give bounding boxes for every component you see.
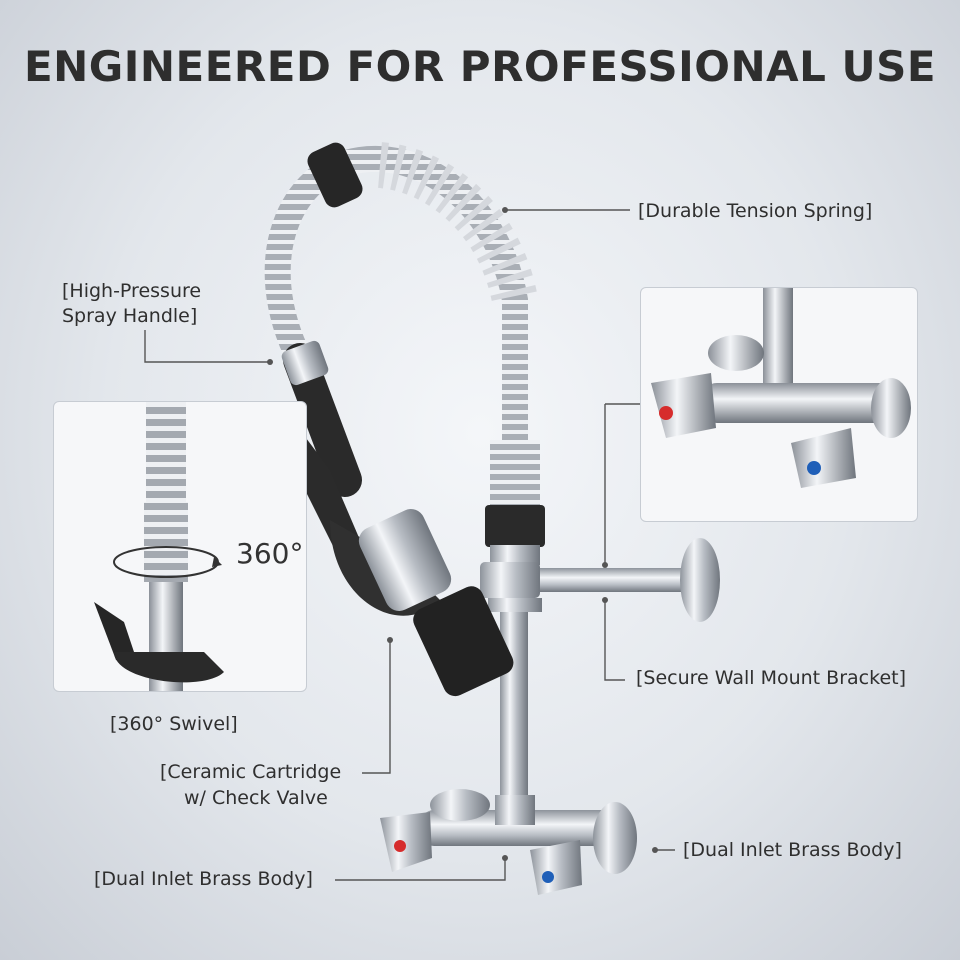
callout-brass-body-left: [Dual Inlet Brass Body] — [94, 868, 313, 890]
swivel-inset: 360° — [53, 401, 307, 692]
spray-trigger — [300, 430, 360, 560]
leader-bracket-lower — [604, 600, 625, 681]
spray-chrome-ring — [281, 340, 329, 386]
leader-brass-left — [335, 860, 506, 881]
callout-brass-body-right: [Dual Inlet Brass Body] — [683, 839, 902, 861]
callout-cartridge-line2: w/ Check Valve — [184, 787, 328, 809]
leader-cartridge — [362, 640, 391, 774]
riser-nut — [490, 545, 540, 565]
callout-cartridge-line1: [Ceramic Cartridge — [160, 761, 342, 783]
callout-swivel: [360° Swivel] — [110, 713, 238, 735]
tension-spring — [377, 142, 538, 305]
black-collar — [485, 505, 545, 547]
mixer-flange-right — [593, 802, 637, 874]
spray-valve-body — [358, 509, 452, 611]
callout-spray-handle-line2: Spray Handle] — [62, 305, 198, 327]
riser-base-nut — [495, 795, 535, 825]
swivel-closeup — [94, 402, 224, 691]
hot-handle — [380, 812, 432, 872]
wall-bracket-arm — [520, 568, 685, 592]
hot-indicator-dot — [394, 840, 406, 852]
callout-tension-spring: [Durable Tension Spring] — [638, 200, 873, 222]
wall-bracket-clamp — [480, 562, 540, 598]
callout-wall-bracket: [Secure Wall Mount Bracket] — [636, 667, 906, 689]
spray-lever — [94, 602, 139, 667]
page-title: ENGINEERED FOR PROFESSIONAL USE — [23, 42, 937, 91]
cold-indicator-dot — [542, 871, 554, 883]
leader-lines — [144, 209, 675, 881]
rotation-label: 360° — [236, 537, 304, 570]
cold-handle — [530, 840, 582, 895]
callout-spray-handle-line1: [High-Pressure — [62, 280, 202, 302]
leader-spray — [144, 330, 270, 363]
spray-nozzle — [413, 586, 514, 697]
spring-sleeve — [490, 440, 540, 510]
wall-mount-closeup — [651, 288, 911, 488]
hose-end-cap — [307, 142, 363, 208]
wall-bracket-flange — [680, 538, 720, 622]
wall-mount-inset — [640, 287, 918, 522]
